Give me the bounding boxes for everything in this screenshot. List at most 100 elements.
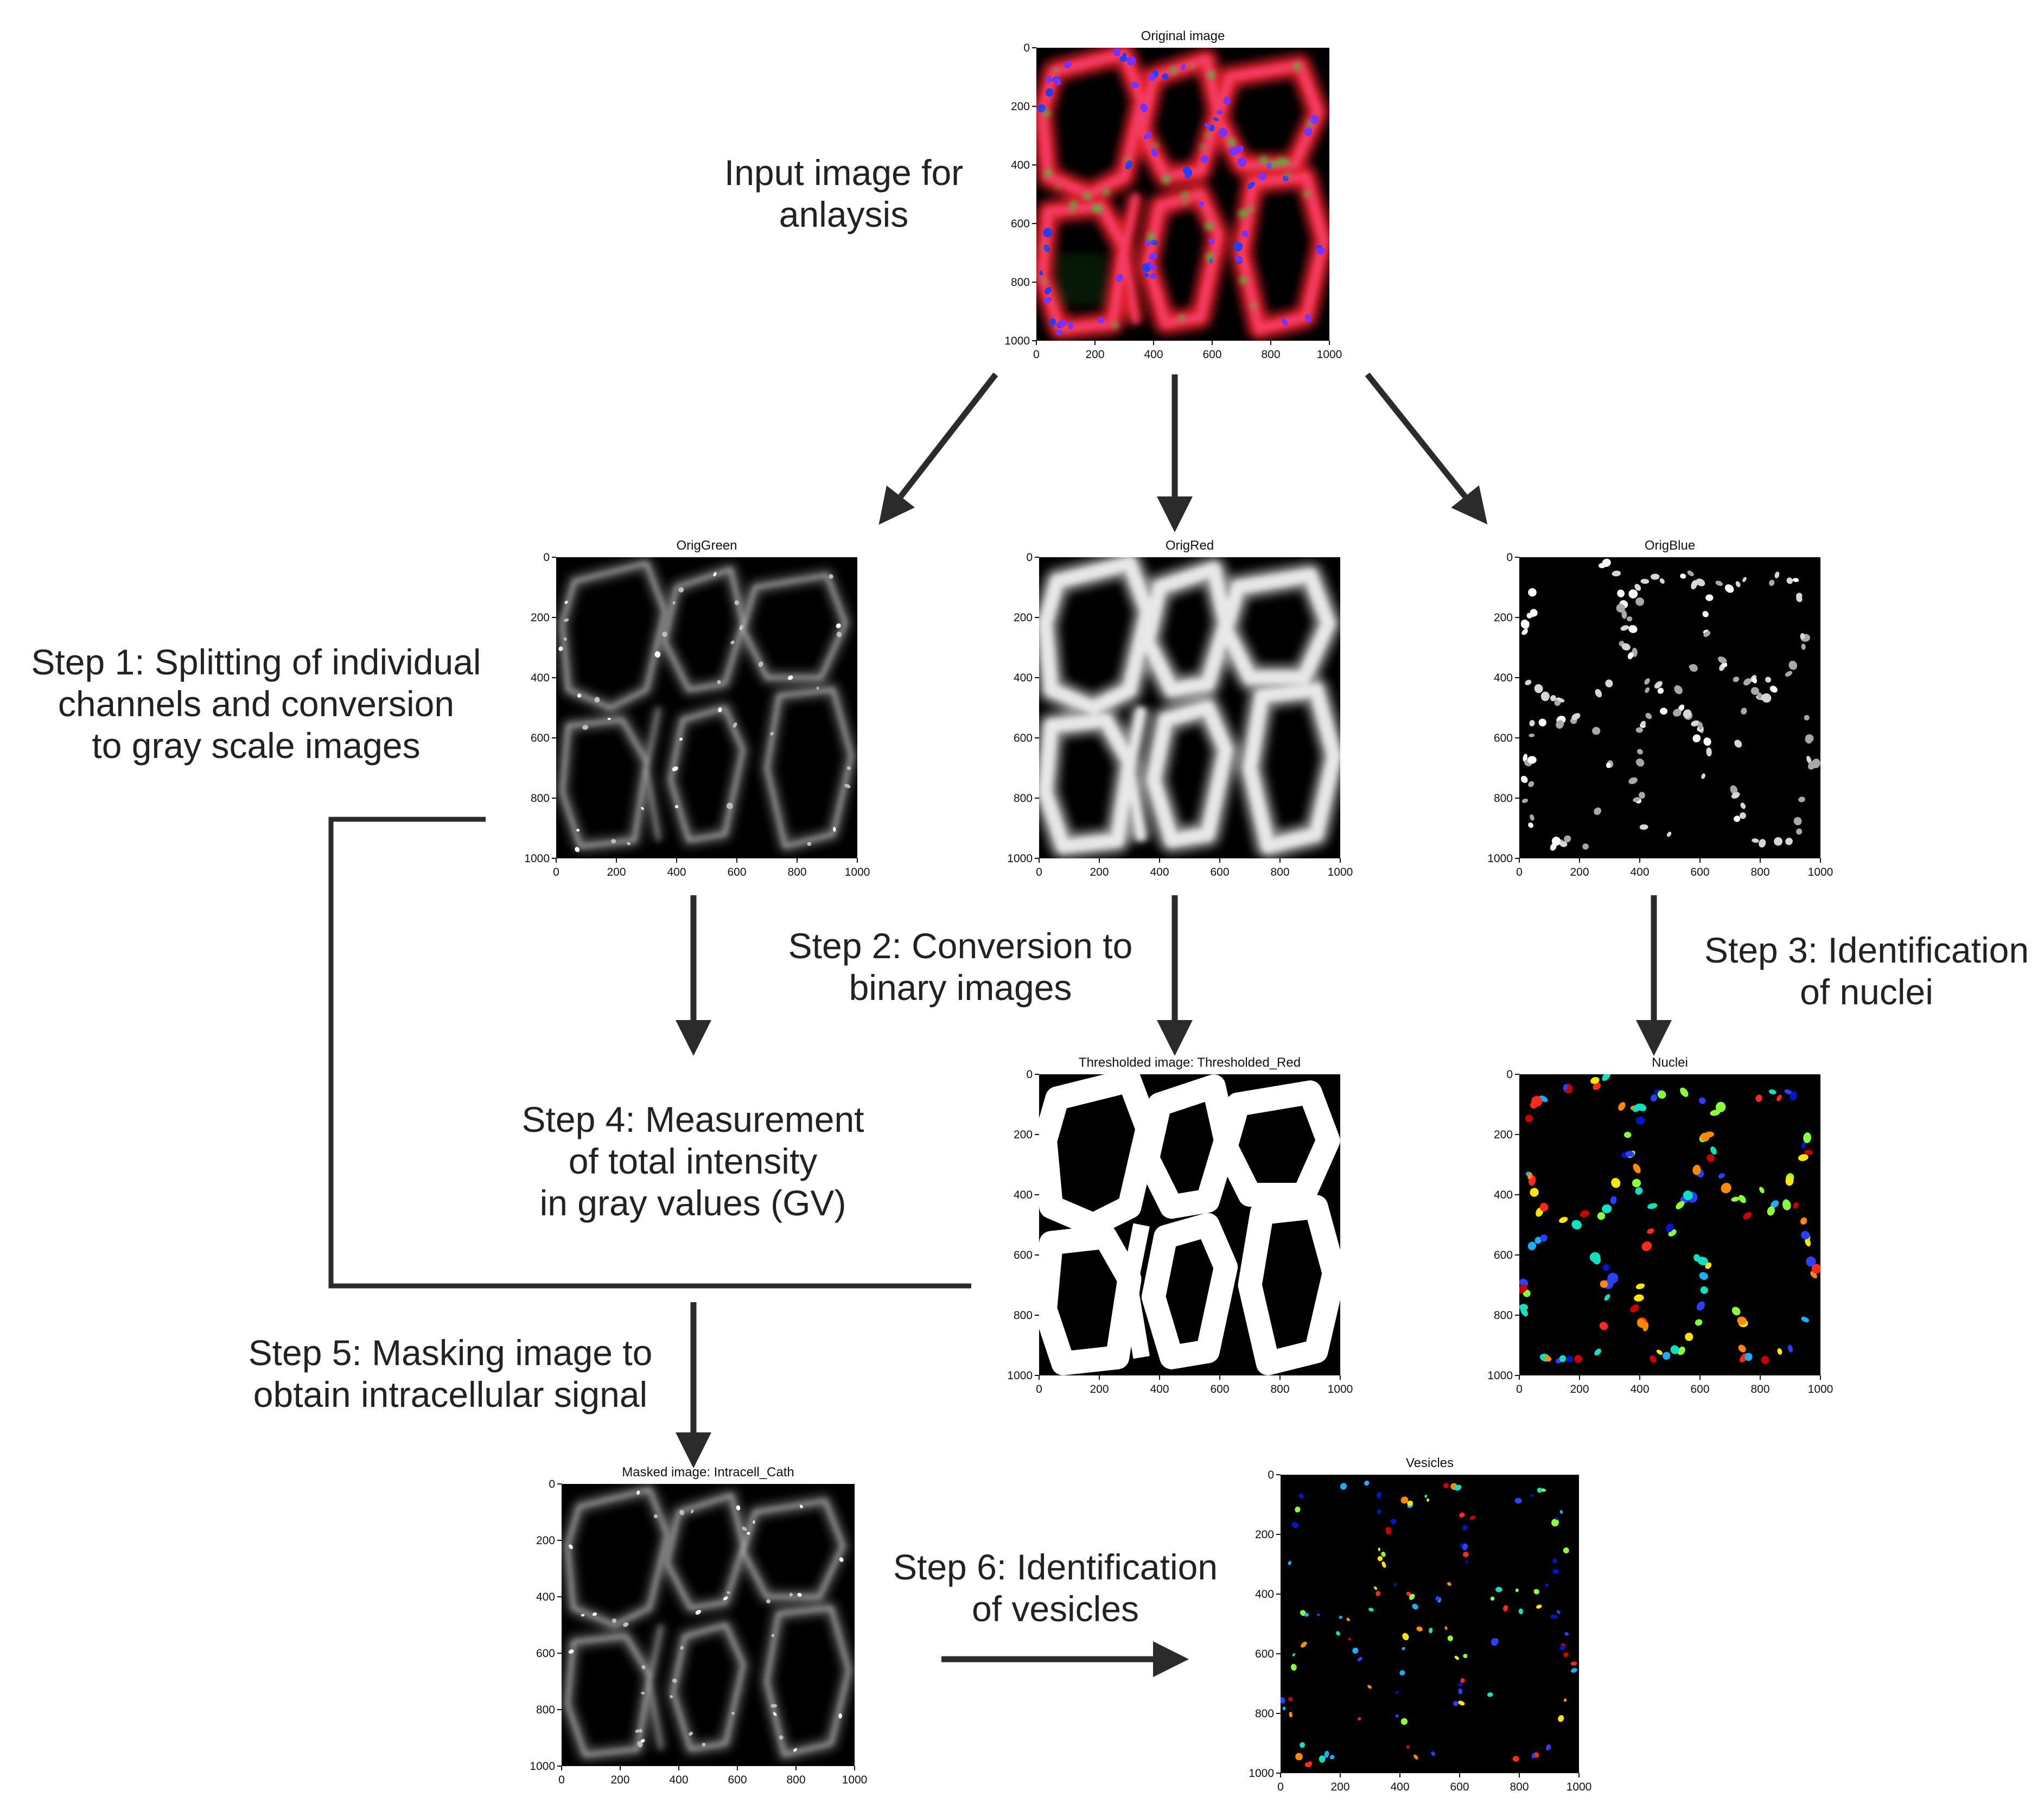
particle [1639,792,1645,799]
particle [611,839,616,844]
particle [1617,589,1625,597]
step-5-label: Step 5: Masking image to obtain intracel… [249,1332,653,1416]
particle [1790,1091,1797,1101]
particle [1528,588,1537,597]
particle [1295,1753,1303,1761]
particle [1618,1102,1626,1111]
particle [1070,208,1074,213]
particle [1294,62,1300,72]
y-tick-label: 1000 [1004,335,1030,347]
particle [641,807,644,810]
particle [718,707,722,712]
panel-orig-red: 0020020040040060060080080010001000OrigRe… [1007,538,1353,878]
x-tick-label: 400 [1150,866,1169,878]
particle [787,676,793,680]
particle [1281,318,1288,326]
particle [1528,781,1534,787]
particle [1402,1647,1405,1651]
cell-outline [566,1635,651,1756]
x-tick-label: 200 [1090,866,1109,878]
particle [1521,798,1528,803]
particle [1045,169,1052,177]
particle [1453,1701,1459,1706]
particle [1181,192,1189,197]
particle [766,1599,771,1604]
step-2-line-2: binary images [849,967,1072,1008]
particle-layer [1041,62,1312,328]
particle [1134,1106,1138,1113]
particle [1621,610,1627,619]
particle [1358,1717,1361,1721]
particle [1158,1305,1166,1312]
particle [1300,1742,1305,1748]
particle [1731,792,1740,799]
panel-orig-blue: 0020020040040060060080080010001000OrigBl… [1487,538,1833,878]
particle [1733,677,1740,683]
particle [1805,1238,1811,1247]
particle [672,766,678,772]
particle [1531,1753,1536,1759]
step-3-label: Step 3: Identification of nuclei [1704,929,2029,1013]
image-content [1519,1074,1820,1365]
particle [1731,1307,1741,1316]
particle [1526,613,1532,619]
particle-layer [568,1490,844,1752]
particle [564,618,569,622]
particle [1529,734,1535,737]
particle [1443,1482,1449,1489]
particle [1769,685,1778,693]
particle [1683,1190,1693,1201]
particle [672,601,676,605]
particle [1634,1294,1644,1302]
particle [582,725,588,730]
particle [1246,1291,1254,1298]
particle [1116,274,1123,282]
x-tick-label: 1000 [1808,1383,1833,1396]
particle [1801,643,1806,650]
particle [1558,1715,1564,1722]
particle [1304,190,1310,197]
step-input-line-1: Input image for [724,152,964,193]
y-tick-label: 800 [536,1704,555,1716]
particle [1737,1316,1747,1325]
particle [1718,656,1727,664]
particle [1697,1257,1708,1266]
particle [1068,321,1073,330]
y-tick-label: 400 [1014,1189,1033,1201]
x-tick-label: 0 [1033,348,1040,361]
particle [569,1544,573,1550]
particle [1598,563,1606,569]
particle [730,640,735,645]
particle [1626,616,1633,622]
particle [1552,1569,1559,1574]
particle [1700,1286,1708,1294]
particle [1559,1510,1563,1514]
particle [771,1634,775,1637]
particle [1458,1688,1463,1694]
tissue-network [566,1488,850,1756]
particle [1282,159,1290,165]
particle [1250,303,1257,308]
particle [797,1592,802,1597]
particle [1595,689,1602,698]
particle [1043,228,1053,238]
particle [1555,1517,1559,1520]
particle [1810,1271,1817,1279]
particle [1515,1588,1519,1592]
particle [1162,73,1169,80]
particle [836,623,841,628]
particle [1657,1090,1666,1099]
step-1-line-3: to gray scale images [92,725,421,766]
y-tick-label: 600 [1494,732,1513,744]
y-tick-label: 400 [1011,159,1030,171]
particle [1348,1637,1352,1641]
particle [1239,277,1247,284]
x-tick-label: 0 [1277,1781,1284,1793]
panel-original: 0020020040040060060080080010001000Origin… [1004,29,1342,361]
particle [1650,1094,1658,1102]
particle [1806,1256,1816,1267]
particle [1208,238,1215,244]
particle [1122,52,1127,59]
